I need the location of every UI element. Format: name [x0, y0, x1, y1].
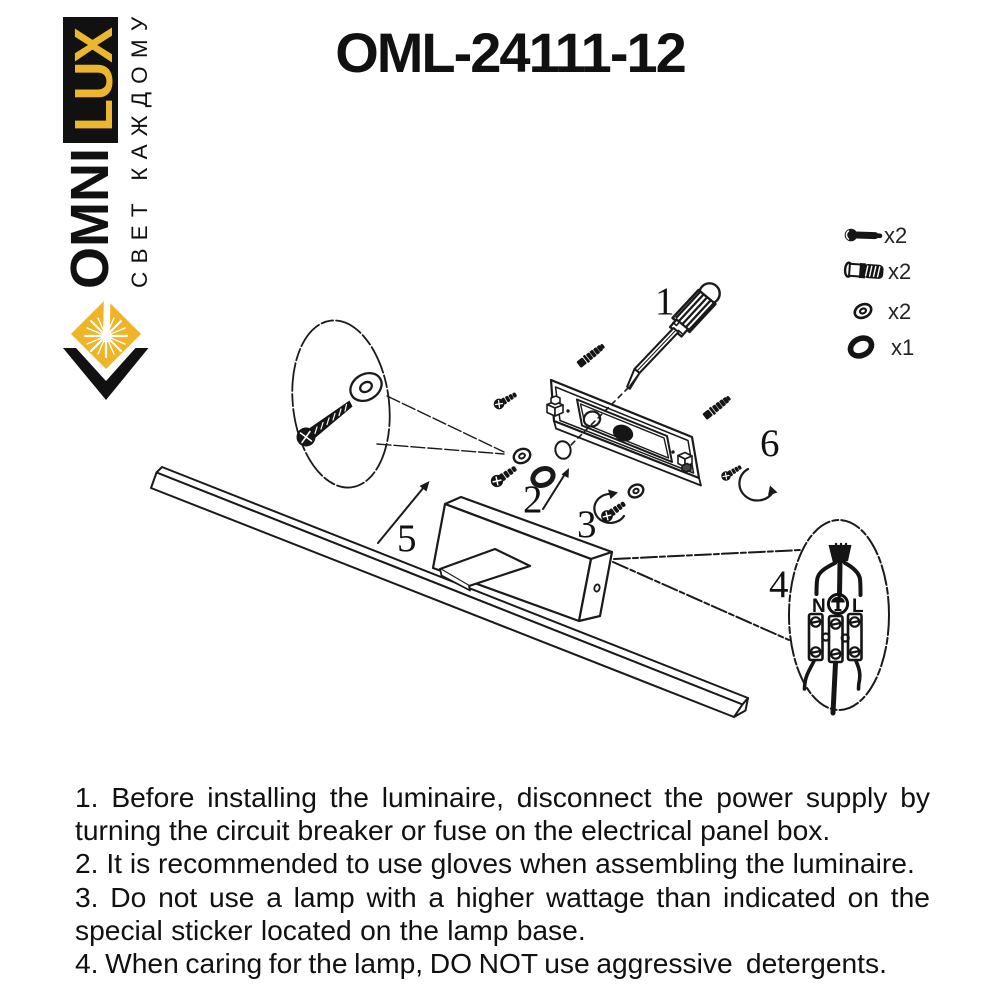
svg-text:x1: x1	[891, 335, 914, 360]
svg-text:x2: x2	[888, 299, 911, 324]
svg-text:x2: x2	[884, 223, 907, 248]
svg-text:LUX: LUX	[64, 27, 124, 132]
svg-text:СВЕТ КАЖДОМУ: СВЕТ КАЖДОМУ	[127, 9, 152, 288]
svg-text:2: 2	[523, 478, 543, 521]
svg-text:L: L	[852, 596, 864, 617]
svg-text:5: 5	[397, 517, 417, 560]
svg-text:3: 3	[577, 503, 597, 546]
svg-text:OMNI: OMNI	[60, 148, 120, 289]
svg-text:6: 6	[760, 422, 780, 465]
svg-text:4: 4	[769, 563, 789, 606]
svg-text:N: N	[812, 596, 826, 617]
svg-text:x2: x2	[888, 259, 911, 284]
svg-text:1: 1	[655, 280, 675, 323]
